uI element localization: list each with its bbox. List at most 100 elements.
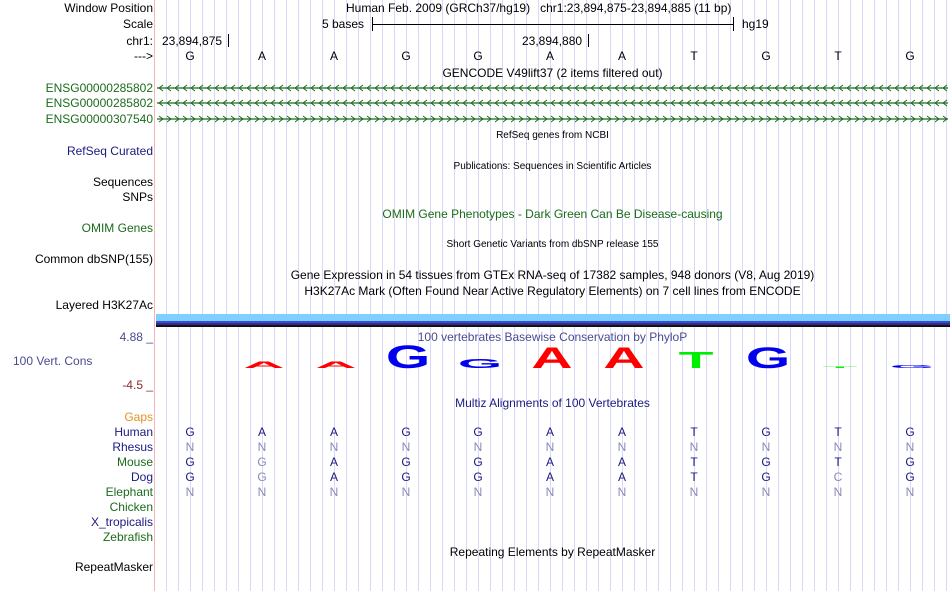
strand-right-arrow-icon [606, 115, 612, 123]
strand-right-arrow-icon [542, 115, 548, 123]
strand-left-arrow-icon [526, 99, 532, 107]
strand-left-arrow-icon [622, 84, 628, 92]
strand-left-arrow-icon [646, 84, 652, 92]
strand-left-arrow-icon [270, 84, 276, 92]
strand-right-arrow-icon [942, 115, 948, 123]
alignment-base-mouse: A [545, 455, 554, 469]
strand-left-arrow-icon [814, 99, 820, 107]
strand-left-arrow-icon [822, 84, 828, 92]
strand-left-arrow-icon [574, 99, 580, 107]
strand-left-arrow-icon [262, 99, 268, 107]
label-cons[interactable]: 100 Vert. Cons [13, 354, 93, 368]
strand-right-arrow-icon [182, 115, 188, 123]
strand-right-arrow-icon [438, 115, 444, 123]
strand-left-arrow-icon [174, 84, 180, 92]
strand-left-arrow-icon [734, 99, 740, 107]
strand-left-arrow-icon [542, 99, 548, 107]
species-label[interactable]: Human [114, 425, 153, 439]
strand-left-arrow-icon [614, 84, 620, 92]
strand-right-arrow-icon [366, 115, 372, 123]
strand-left-arrow-icon [534, 99, 540, 107]
label-layered-h3k27ac[interactable]: Layered H3K27Ac [55, 298, 153, 312]
gene-label[interactable]: ENSG00000285802 [45, 81, 153, 95]
track-title-dbsnp: Short Genetic Variants from dbSNP releas… [446, 239, 659, 250]
alignment-base-rhesus: N [833, 440, 843, 454]
species-label[interactable]: X_tropicalis [90, 515, 153, 529]
strand-right-arrow-icon [270, 115, 276, 123]
species-label[interactable]: Zebrafish [102, 530, 153, 544]
strand-left-arrow-icon [542, 84, 548, 92]
species-label[interactable]: Mouse [116, 455, 153, 469]
strand-left-arrow-icon [654, 99, 660, 107]
gene-feature[interactable] [157, 99, 948, 107]
track-title-phylop: 100 vertebrates Basewise Conservation by… [417, 330, 688, 344]
strand-left-arrow-icon [510, 84, 516, 92]
alignment-base-mouse: T [690, 455, 698, 469]
strand-left-arrow-icon [382, 99, 388, 107]
strand-left-arrow-icon [886, 84, 892, 92]
strand-right-arrow-icon [462, 115, 468, 123]
species-label[interactable]: Chicken [109, 500, 153, 514]
label-refseq-curated[interactable]: RefSeq Curated [66, 144, 153, 158]
label-omim-genes[interactable]: OMIM Genes [81, 221, 153, 235]
track-title-omim: OMIM Gene Phenotypes - Dark Green Can Be… [382, 207, 723, 221]
alignment-base-human: G [905, 425, 915, 439]
strand-right-arrow-icon [214, 115, 220, 123]
label-gaps[interactable]: Gaps [124, 410, 153, 424]
gene-label[interactable]: ENSG00000285802 [45, 96, 153, 110]
strand-left-arrow-icon [878, 84, 884, 92]
label-common-dbsnp[interactable]: Common dbSNP(155) [34, 252, 153, 266]
species-label[interactable]: Rhesus [112, 440, 153, 454]
logo-letter: T [823, 367, 858, 369]
gene-label[interactable]: ENSG00000307540 [45, 112, 153, 126]
strand-left-arrow-icon [166, 84, 172, 92]
sequence-base: T [690, 49, 698, 63]
strand-right-arrow-icon [766, 115, 772, 123]
strand-left-arrow-icon [550, 99, 556, 107]
strand-right-arrow-icon [534, 115, 540, 123]
strand-right-arrow-icon [406, 115, 412, 123]
strand-right-arrow-icon [430, 115, 436, 123]
strand-left-arrow-icon [630, 84, 636, 92]
strand-left-arrow-icon [846, 99, 852, 107]
label-sequences[interactable]: Sequences [92, 175, 153, 189]
label-snps[interactable]: SNPs [122, 190, 153, 204]
alignment-base-elephant: N [473, 485, 483, 499]
strand-left-arrow-icon [390, 99, 396, 107]
assembly-position: Human Feb. 2009 (GRCh37/hg19) chr1:23,89… [346, 1, 732, 15]
strand-left-arrow-icon [718, 99, 724, 107]
strand-left-arrow-icon [662, 99, 668, 107]
strand-left-arrow-icon [766, 99, 772, 107]
strand-left-arrow-icon [502, 84, 508, 92]
label-repeatmasker[interactable]: RepeatMasker [74, 560, 153, 574]
gene-feature[interactable] [157, 115, 948, 123]
strand-left-arrow-icon [206, 99, 212, 107]
cons-max-label: 4.88 _ [119, 330, 153, 344]
strand-left-arrow-icon [886, 99, 892, 107]
strand-right-arrow-icon [486, 115, 492, 123]
species-label[interactable]: Elephant [105, 485, 153, 499]
strand-left-arrow-icon [838, 99, 844, 107]
strand-right-arrow-icon [262, 115, 268, 123]
strand-right-arrow-icon [918, 115, 924, 123]
strand-right-arrow-icon [774, 115, 780, 123]
logo-letter: G [386, 339, 430, 375]
strand-left-arrow-icon [310, 84, 316, 92]
alignment-base-human: A [617, 425, 626, 439]
strand-right-arrow-icon [886, 115, 892, 123]
h3k27ac-signal-blue [156, 321, 950, 323]
gene-tracks[interactable] [155, 80, 950, 125]
strand-left-arrow-icon [790, 99, 796, 107]
strand-right-arrow-icon [422, 115, 428, 123]
strand-right-arrow-icon [198, 115, 204, 123]
species-label[interactable]: Dog [130, 470, 153, 484]
gene-feature[interactable] [157, 84, 948, 92]
alignment-base-rhesus: N [329, 440, 339, 454]
alignment-base-elephant: N [761, 485, 771, 499]
logo-letter: G [458, 356, 502, 371]
h3k27ac-signal-light [156, 314, 950, 321]
strand-right-arrow-icon [798, 115, 804, 123]
alignment-base-elephant: N [257, 485, 267, 499]
strand-right-arrow-icon [446, 115, 452, 123]
